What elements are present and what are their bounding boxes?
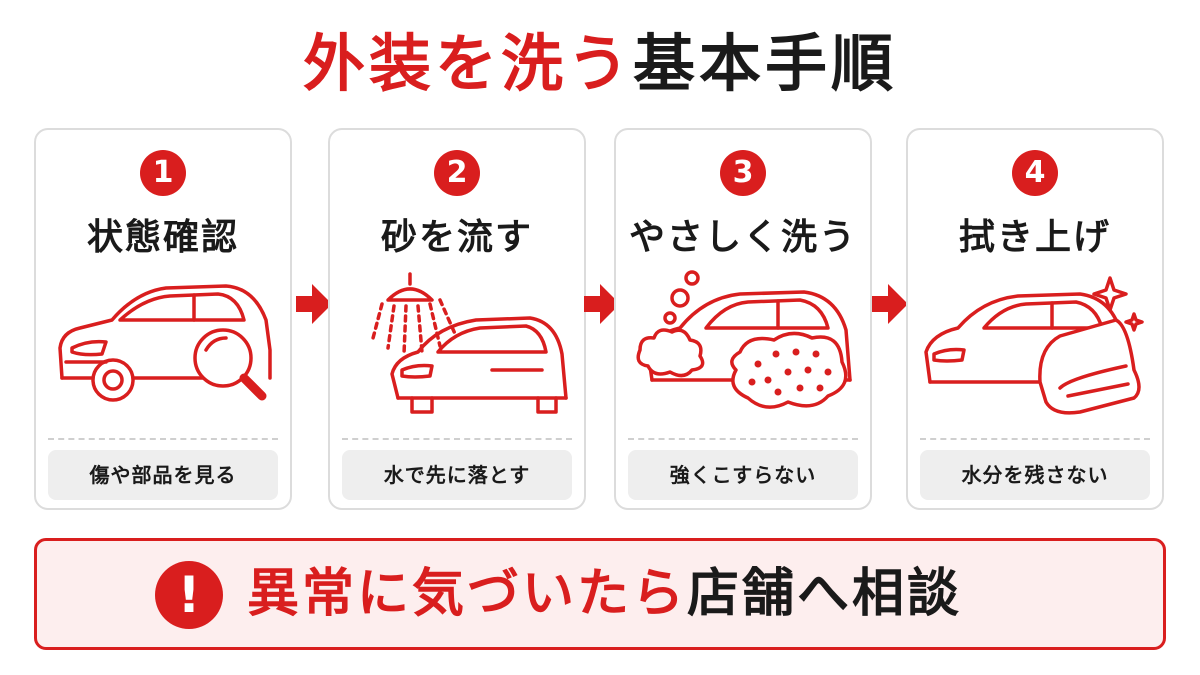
step-number-1: 1 (140, 150, 186, 196)
title-black-part: 基本手順 (633, 27, 898, 100)
car-inspection-icon (58, 284, 272, 402)
notice-banner: ! 異常に気づいたら店舗へ相談 (34, 538, 1166, 650)
step-card-4: 4 拭き上げ 水分を残さない (906, 128, 1164, 510)
step-card-2: 2 砂を流す 水で先に落とす (328, 128, 586, 510)
card-divider (342, 438, 572, 440)
step-caption-4: 水分を残さない (920, 450, 1150, 500)
arrow-right-icon (872, 284, 908, 324)
step-title-1: 状態確認 (86, 217, 239, 258)
step-caption-3: 強くこすらない (628, 450, 858, 500)
notice-black-part: 店舗へ相談 (687, 564, 963, 624)
page-title: 外装を洗う基本手順 (0, 24, 1200, 104)
step-number-4: 4 (1012, 150, 1058, 196)
step-title-4: 拭き上げ (958, 217, 1111, 258)
card-divider (48, 438, 278, 440)
step-caption-2: 水で先に落とす (342, 450, 572, 500)
step-number-3: 3 (720, 150, 766, 196)
notice-red-part: 異常に気づいたら (247, 564, 688, 624)
car-sponge-icon (636, 270, 852, 409)
step-caption-1: 傷や部品を見る (48, 450, 278, 500)
car-towel-icon (924, 276, 1144, 415)
title-red-part: 外装を洗う (302, 27, 633, 100)
card-divider (920, 438, 1150, 440)
card-divider (628, 438, 858, 440)
step-title-3: やさしく洗う (628, 217, 857, 258)
step-number-2: 2 (434, 150, 480, 196)
exclamation-icon: ! (155, 561, 223, 629)
step-card-1: 1 状態確認 傷や部品を見る (34, 128, 292, 510)
notice-text: 異常に気づいたら店舗へ相談 (247, 541, 962, 647)
step-title-2: 砂を流す (380, 217, 533, 258)
arrow-right-icon (584, 284, 620, 324)
step-card-3: 3 やさしく洗う 強くこすらない (614, 128, 872, 510)
car-shower-icon (370, 272, 568, 414)
arrow-right-icon (296, 284, 332, 324)
